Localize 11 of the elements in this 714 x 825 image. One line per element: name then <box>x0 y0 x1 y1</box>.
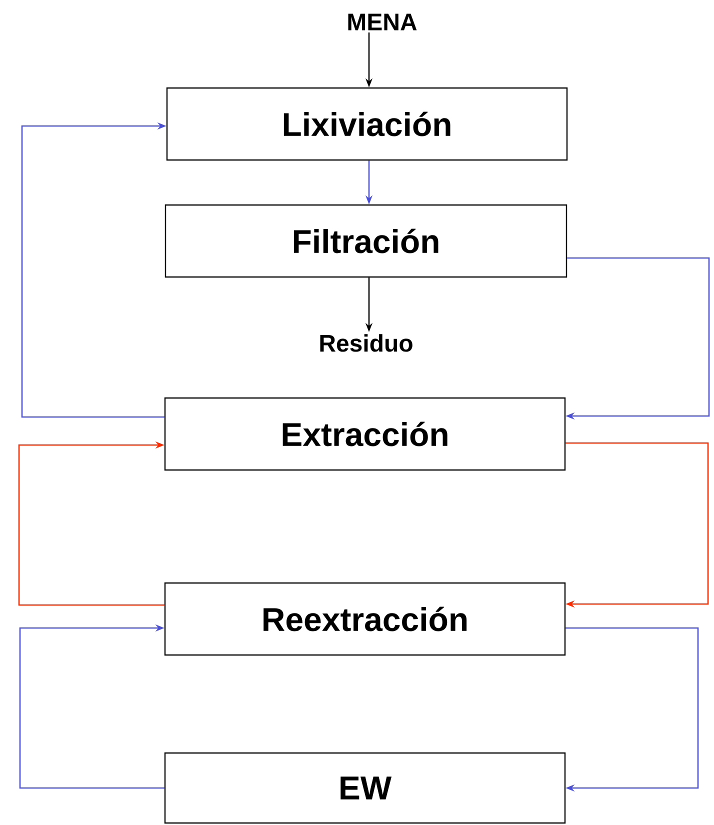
process-box: Extracción <box>164 397 566 471</box>
arrow <box>18 441 164 606</box>
flow-label: MENA <box>348 14 417 30</box>
process-box: Lixiviación <box>166 87 568 161</box>
flow-label: Residuo <box>320 334 412 352</box>
process-box: Reextracción <box>164 582 566 656</box>
process-box: Filtración <box>164 204 568 278</box>
arrow <box>566 442 709 608</box>
process-box: EW <box>164 752 566 824</box>
arrow <box>566 627 699 792</box>
arrow <box>19 624 164 789</box>
